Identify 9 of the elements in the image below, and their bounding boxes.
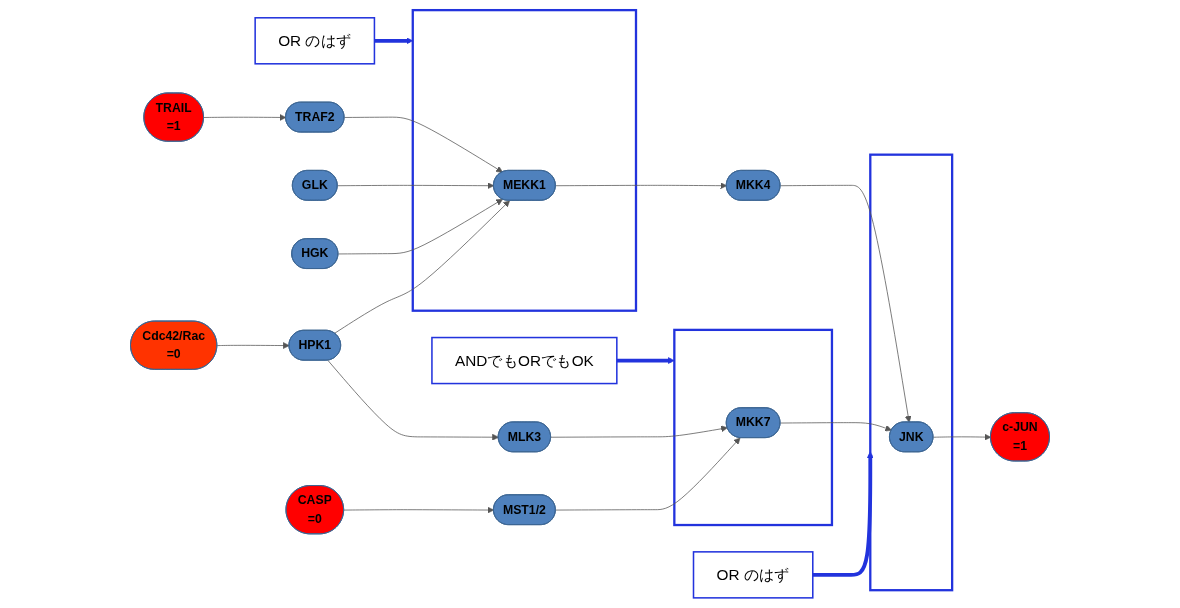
arrow (616, 357, 675, 364)
cluster (673, 328, 834, 527)
node-box: ANDでもORでもOK (431, 336, 618, 385)
cluster (869, 153, 954, 592)
node-box: OR のはず (254, 17, 376, 65)
arrow (812, 451, 874, 577)
node-box: OR のはず (692, 551, 814, 599)
arrow (374, 37, 414, 45)
cluster (411, 9, 638, 312)
